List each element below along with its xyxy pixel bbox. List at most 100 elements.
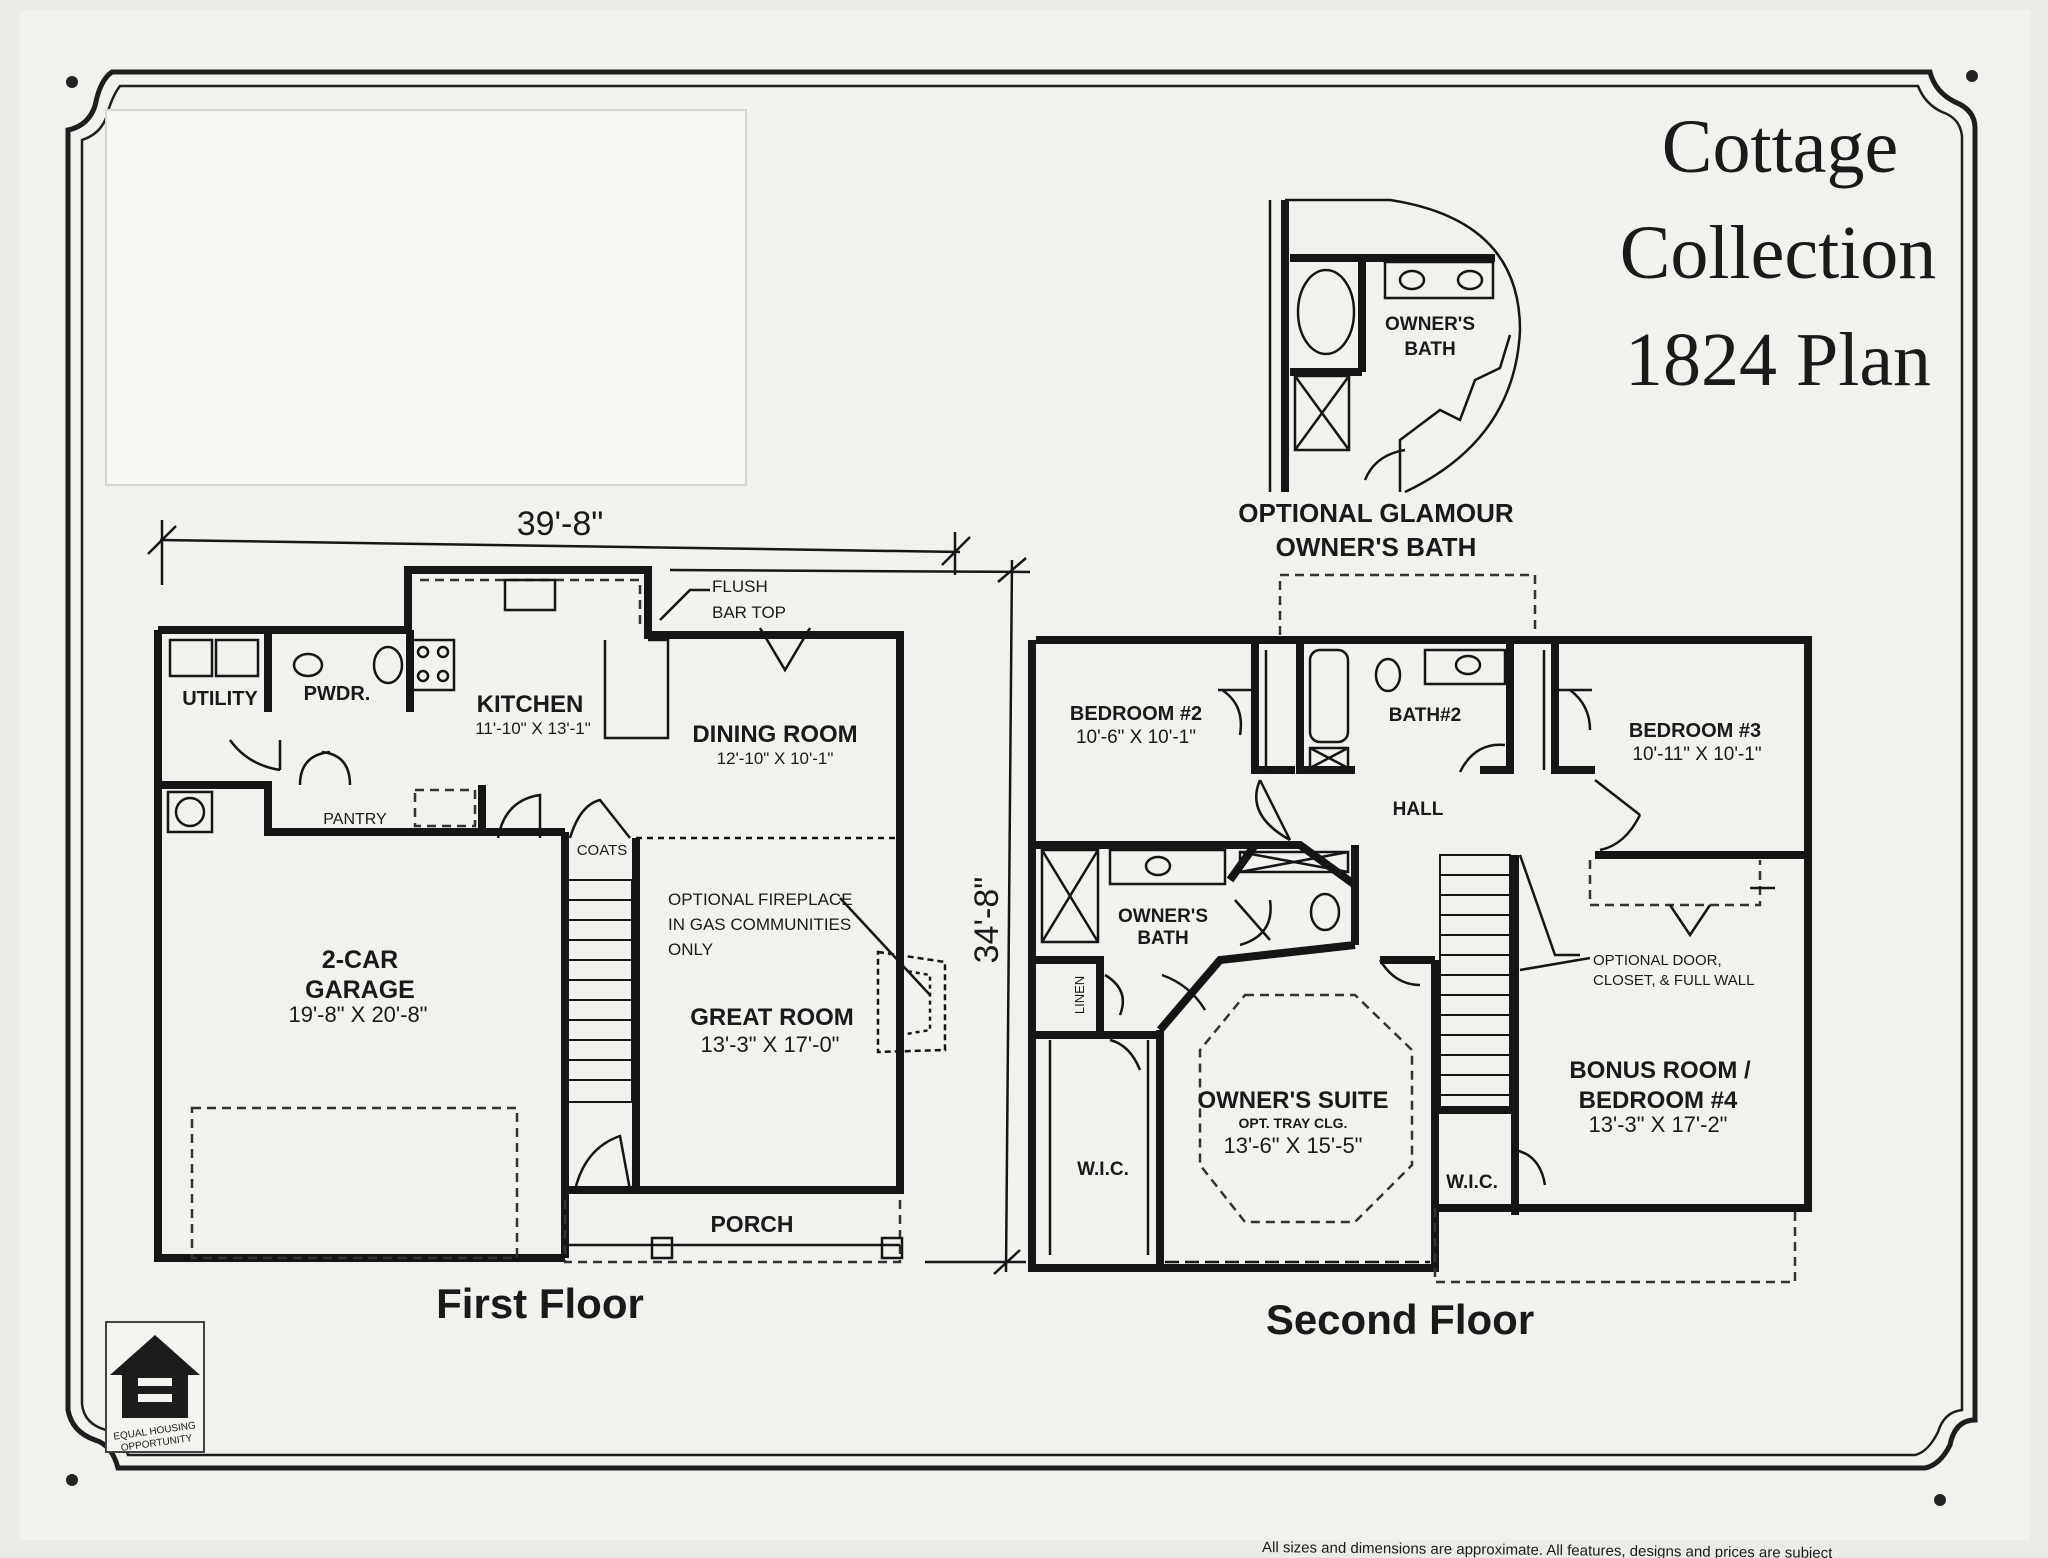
water-heater-icon [166,790,214,834]
coat-closet-door [568,798,631,839]
pantry-doors [298,750,352,786]
wic-door [1109,1038,1142,1071]
bath2-toilet-icon [1374,657,1402,693]
front-door [573,1134,632,1191]
glamour-tub-icon [1296,268,1356,356]
glamour-sink-left-icon [1398,269,1426,291]
bedroom3-size: 10'-11" X 10'-1" [1632,744,1761,765]
utility-label: UTILITY [182,688,258,710]
first-floor-stairs [565,879,633,1103]
title-line-1: Cottage [1662,105,1898,189]
garage-size: 19'-8" X 20'-8" [289,1002,428,1027]
glamour-shower-icon [1293,374,1351,452]
owners-suite-size: 13'-6" X 15'-5" [1224,1133,1363,1158]
left-wic-label: W.I.C. [1077,1159,1129,1180]
flush-bar-note-line-2: BAR TOP [712,603,786,622]
kitchen-size: 11'-10" X 13'-1" [475,719,591,738]
dining-room-label: DINING ROOM [692,721,857,748]
decorative-border [65,69,1978,1506]
second-floor-stairs [1439,854,1511,1108]
bedroom3-label: BEDROOM #3 [1629,720,1761,742]
owners-sink-icon [1144,855,1172,877]
utility-door [228,739,282,772]
powder-label: PWDR. [304,683,371,705]
owners-bath-label-line-1: OWNER'S [1118,906,1208,927]
title-line-2: Collection [1620,211,1937,295]
bath2-sink-icon [1454,654,1482,676]
width-dimension: 39'-8" [517,505,604,543]
bedroom2-door [1255,779,1292,842]
second-floor-plan: BEDROOM #2 10'-6" X 10'-1" BATH#2 BEDROO… [1028,636,1812,1343]
owners-shower-icon [1040,848,1100,944]
tray-ceiling-label: OPT. TRAY CLG. [1239,1115,1348,1131]
owners-wc-door [1234,899,1272,947]
flush-bar-note-line-1: FLUSH [712,577,768,596]
dryer-icon [214,638,260,678]
first-floor-caption: First Floor [436,1280,644,1327]
first-floor-plan: 39'-8" 34'-8" [147,505,1031,1327]
glamour-sink-right-icon [1456,269,1484,291]
owners-bath-label-line-2: BATH [1137,928,1188,949]
optional-door-note-line-2: CLOSET, & FULL WALL [1593,972,1754,989]
coats-label: COATS [577,842,628,859]
equal-housing-logo: EQUAL HOUSING OPPORTUNITY [105,1321,205,1454]
kitchen-label: KITCHEN [477,691,584,718]
garage-label-line-1: 2-CAR [322,946,398,974]
second-floor-caption: Second Floor [1266,1296,1534,1343]
bedroom3-closet-door [1555,688,1592,731]
sink-icon [292,652,324,678]
glamour-bath-inset: OWNER'S BATH OPTIONAL GLAMOUR OWNER'S BA… [1238,198,1537,635]
bath2-tub-icon [1308,648,1350,744]
bath2-door [1458,743,1506,773]
optional-fireplace [876,950,947,1054]
linen-label: LINEN [1072,976,1087,1014]
optional-closet-outline [1588,860,1762,907]
owners-bath-door [1161,973,1207,1011]
fireplace-note-line-1: OPTIONAL FIREPLACE [668,890,853,909]
dining-door [758,627,812,673]
fireplace-note-line-2: IN GAS COMMUNITIES [668,915,851,934]
right-wic-door [1514,1148,1547,1186]
bonus-room-label-line-2: BEDROOM #4 [1579,1087,1738,1114]
great-room-size: 13'-3" X 17'-0" [701,1032,840,1057]
hall-label: HALL [1393,799,1444,820]
bath2-label: BATH#2 [1389,705,1462,726]
right-wic-label: W.I.C. [1446,1172,1498,1193]
depth-dimension: 34'-8" [968,877,1006,964]
glamour-caption-line-2: OWNER'S BATH [1276,532,1477,562]
bedroom2-size: 10'-6" X 10'-1" [1076,727,1196,748]
cooktop-icon [410,638,456,692]
kitchen-sink-icon [503,578,557,612]
pantry-label: PANTRY [323,811,387,828]
porch-label: PORCH [710,1211,793,1237]
bedroom2-label: BEDROOM #2 [1070,703,1202,725]
great-room-label: GREAT ROOM [690,1004,854,1031]
linen-door [1104,973,1125,1016]
title-line-3: 1824 Plan [1625,318,1931,402]
footer-disclaimer: All sizes and dimensions are approximate… [1262,1539,1833,1558]
garage-entry-door [496,793,542,839]
width-dimension-line: 39'-8" [147,505,971,585]
garage-label-line-2: GARAGE [305,976,415,1004]
garage-door-outline [190,1106,519,1260]
fireplace-note-line-3: ONLY [668,940,713,959]
depth-dimension-line: 34'-8" [669,557,1031,1275]
porch-outline [563,1200,902,1264]
bedroom3-door [1594,779,1642,852]
glamour-bath-label-line-2: BATH [1404,339,1455,360]
owners-suite-door [1378,959,1421,987]
owners-suite-label: OWNER'S SUITE [1197,1087,1388,1114]
glamour-bath-label-line-1: OWNER'S [1385,314,1475,335]
plan-title: Cottage Collection 1824 Plan [1620,105,1937,402]
owners-toilet-icon [1309,892,1341,932]
tray-ceiling-outline [1198,993,1414,1224]
bonus-room-label-line-1: BONUS ROOM / [1569,1057,1751,1084]
blank-label-card [105,109,747,486]
glamour-caption-line-1: OPTIONAL GLAMOUR [1238,498,1514,528]
toilet-icon [372,645,404,685]
washer-icon [168,638,214,678]
bonus-room-size: 13'-3" X 17'-2" [1589,1112,1728,1137]
flush-bar-top [603,638,670,740]
house-icon [110,1335,200,1418]
